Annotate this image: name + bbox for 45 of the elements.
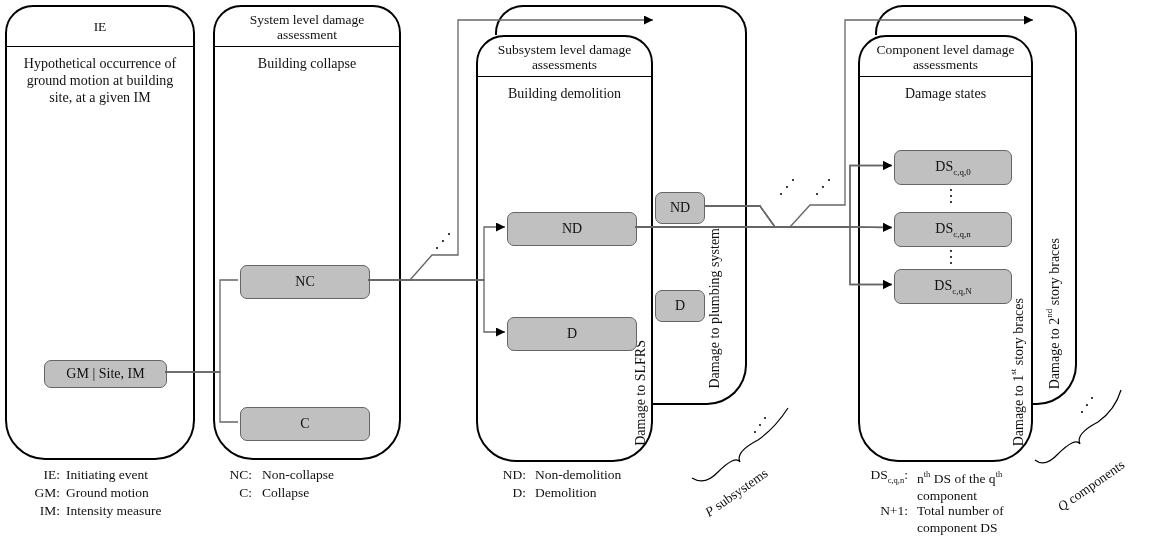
- abbreviation-definition: Initiating event: [66, 466, 149, 483]
- state-box: NC: [240, 265, 370, 299]
- abbreviation-key: C:: [212, 484, 252, 501]
- abbreviation-definition: Ground motion: [66, 484, 149, 501]
- abbreviation-key: N+1:: [840, 502, 908, 519]
- panel-heading: Component level damage assessments: [860, 37, 1031, 77]
- assessment-panel: [213, 5, 401, 460]
- abbreviation-definition: Intensity measure: [66, 502, 162, 519]
- abbreviation-key: D:: [486, 484, 526, 501]
- panel-heading: IE: [7, 7, 193, 47]
- connector-line: [164, 371, 239, 423]
- abbreviation-key: NC:: [212, 466, 252, 483]
- panel-heading: Subsystem level damage assessments: [478, 37, 651, 77]
- stacked-panel: [653, 5, 747, 405]
- abbreviation-key: GM:: [20, 484, 60, 501]
- panel-subtitle: Building collapse: [256, 55, 358, 72]
- abbreviation-definition: n$^{th}$ DS of the q$^{th}$ component: [917, 468, 1004, 504]
- panel-subtitle: Damage states: [903, 85, 988, 102]
- abbreviation-definition: Demolition: [535, 484, 597, 501]
- state-box: DS$_{c,q,n}$: [894, 212, 1012, 247]
- abbreviation-key: IE:: [20, 466, 60, 483]
- panel-subtitle: Hypothetical occurrence of ground motion at building site, at a given IM: [22, 55, 178, 106]
- state-box: ND: [507, 212, 637, 246]
- side-label: Damage to plumbing system: [707, 228, 723, 389]
- state-box: ND: [655, 192, 705, 224]
- abbreviation-definition: Total number of component DS: [917, 503, 1005, 536]
- abbreviation-definition: Collapse: [262, 484, 310, 501]
- state-box: C: [240, 407, 370, 441]
- assessment-panel: [5, 5, 195, 460]
- assessment-panel: [476, 35, 653, 462]
- abbreviation-key: DS$_{c,q,n}$:: [840, 466, 908, 489]
- abbreviation-definition: Non-demolition: [535, 466, 622, 483]
- state-box: GM | Site, IM: [44, 360, 167, 388]
- abbreviation-key: IM:: [20, 502, 60, 519]
- panel-subtitle: Building demolition: [506, 85, 623, 102]
- abbreviation-definition: Non-collapse: [262, 466, 334, 483]
- abbreviation-key: ND:: [486, 466, 526, 483]
- arrow: [367, 15, 654, 281]
- state-box: DS$_{c,q,0}$: [894, 150, 1012, 185]
- stacked-panel: [1033, 5, 1077, 405]
- state-box: DS$_{c,q,N}$: [894, 269, 1012, 304]
- arrow: [704, 205, 893, 289]
- panel-heading: System level damage assessment: [215, 7, 399, 47]
- state-box: D: [655, 290, 705, 322]
- assessment-panel: [858, 35, 1033, 462]
